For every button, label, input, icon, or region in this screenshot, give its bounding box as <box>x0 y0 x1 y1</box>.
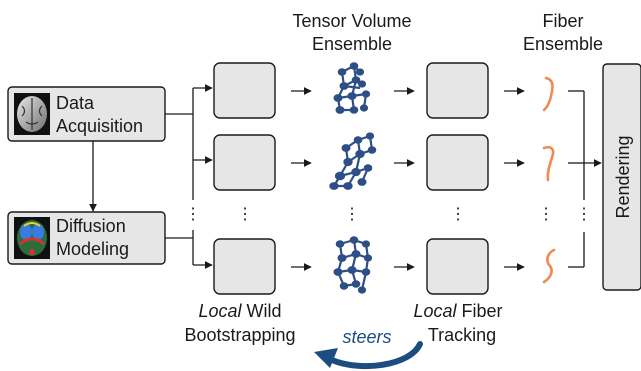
rendering-box: Rendering <box>602 63 641 291</box>
fiber-header-line1: Fiber <box>542 11 583 31</box>
ellipsis-bootstrap: ⋮ <box>237 206 253 223</box>
bootstrap-box-1 <box>213 62 276 119</box>
tracking-box-1 <box>426 62 489 119</box>
input-bus <box>165 84 213 269</box>
bootstrapping-caption-line1: Local Wild <box>198 301 281 321</box>
diffusion-modeling-line2: Modeling <box>56 239 129 259</box>
bootstrapping-caption-line2: Bootstrapping <box>184 325 295 345</box>
tensor-header-line2: Ensemble <box>312 34 392 54</box>
brain-mri-icon <box>14 93 50 135</box>
ellipsis-tensor: ⋮ <box>344 206 360 223</box>
tracking-caption-emph: Local <box>413 301 457 321</box>
fiber-header-line2: Ensemble <box>523 34 603 54</box>
fiber-curve-1 <box>542 76 554 112</box>
brain-dti-icon <box>14 217 50 259</box>
data-acquisition-line2: Acquisition <box>56 116 143 136</box>
bootstrap-box-3 <box>213 238 276 295</box>
tracking-box-2 <box>426 134 489 191</box>
steers-label: steers <box>342 327 391 347</box>
ellipsis-tracking: ⋮ <box>450 206 466 223</box>
data-acquisition-line1: Data <box>56 93 95 113</box>
steers-arrow <box>314 341 423 370</box>
tracking-caption-rest: Fiber <box>457 301 503 321</box>
bootstrap-box-2 <box>213 134 276 191</box>
bootstrapping-caption-rest: Wild <box>242 301 282 321</box>
diffusion-modeling-line1: Diffusion <box>56 216 126 236</box>
tensor-volume-glyph-2 <box>329 132 377 190</box>
tensor-volume-glyph-1 <box>333 62 371 114</box>
ellipsis-output-bus: ⋮ <box>576 206 592 223</box>
tensor-header-line1: Tensor Volume <box>292 11 411 31</box>
fiber-curve-2 <box>542 145 555 182</box>
fiber-curve-3 <box>542 248 556 284</box>
ellipsis-fiber: ⋮ <box>538 206 554 223</box>
rendering-label: Rendering <box>613 135 633 218</box>
tracking-caption-line2: Tracking <box>428 325 496 345</box>
ellipsis-input-bus: ⋮ <box>185 206 201 223</box>
tracking-caption-line1: Local Fiber <box>413 301 502 321</box>
bootstrapping-caption-emph: Local <box>198 301 242 321</box>
tracking-box-3 <box>426 238 489 295</box>
diffusion-modeling-box: Diffusion Modeling <box>7 211 166 265</box>
output-bus <box>568 90 602 268</box>
tensor-volume-glyph-3 <box>333 236 373 294</box>
data-acquisition-box: Data Acquisition <box>7 86 166 142</box>
